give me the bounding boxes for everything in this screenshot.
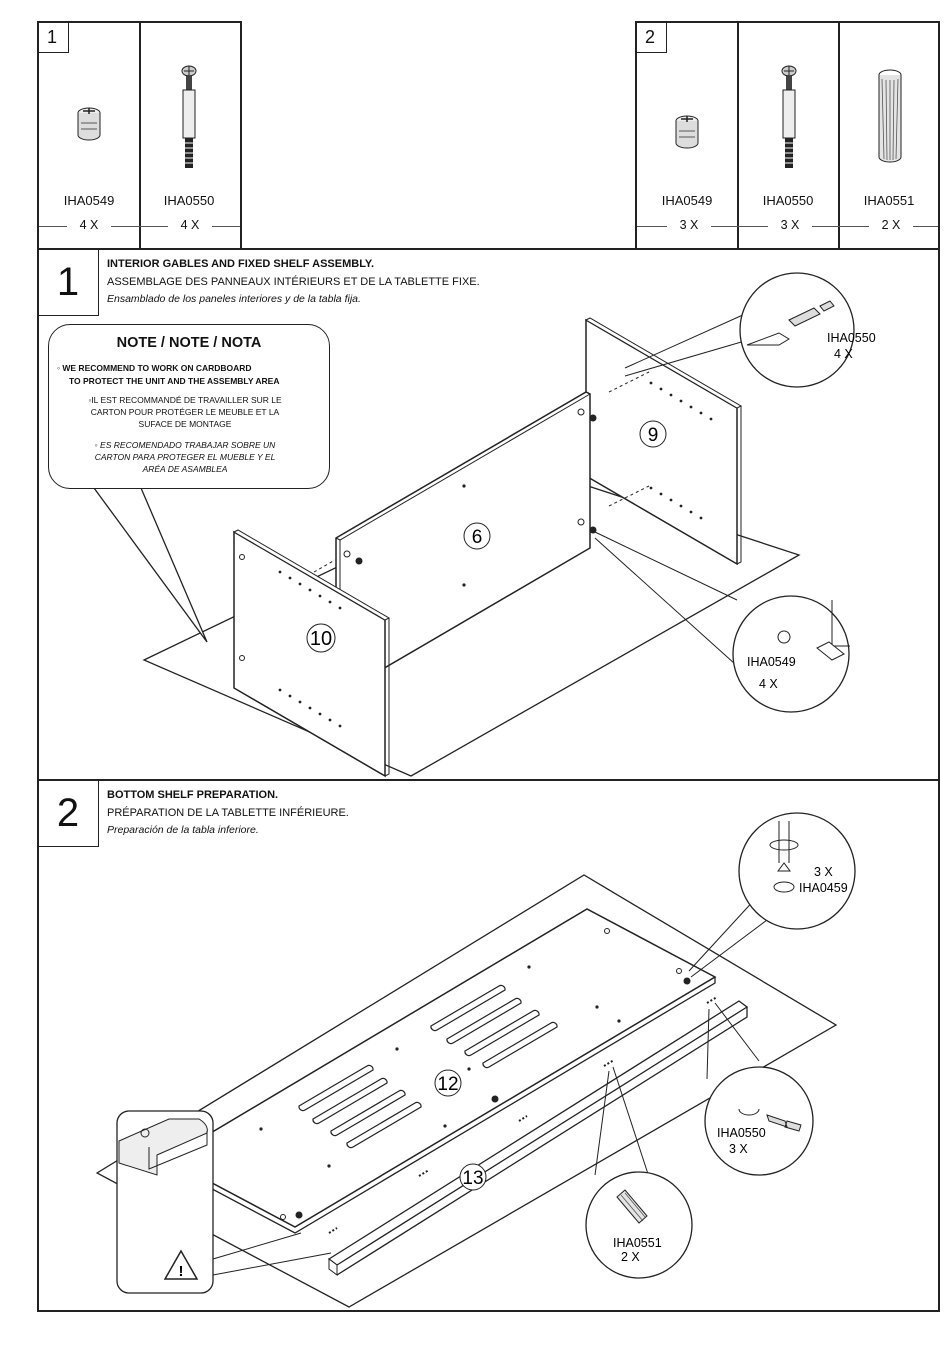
svg-text:10: 10 [310,628,332,650]
svg-text:9: 9 [648,425,659,446]
part-code: IHA0549 [661,193,713,208]
step-title-en: BOTTOM SHELF PREPARATION. [107,789,279,801]
bolt-callout-qty: 3 X [729,1142,748,1156]
step-2-illustration: 12 13 3 X IHA0459 IHA0550 3 X IHA0551 2 … [95,812,856,1308]
note-bubble: NOTE / NOTE / NOTA ◦ WE RECOMMEND TO WOR… [48,324,330,489]
step-number-box [39,250,99,316]
panel-label-9: 9 [639,420,667,448]
bolt-callout-code: IHA0550 [717,1126,766,1140]
part-code: IHA0550 [762,193,814,208]
step-number-box [39,781,99,847]
note-title: NOTE / NOTE / NOTA [116,335,262,351]
wood-dowel-icon [878,69,902,163]
step-title-fr: PRÉPARATION DE LA TABLETTE INFÉRIEURE. [107,807,349,819]
cam-callout-qty: 3 X [814,865,833,879]
note-en-line-1: ◦ WE RECOMMEND TO WORK ON CARDBOARD [57,363,252,373]
dowel-callout-qty: 2 X [621,1250,640,1264]
note-en-line-2: TO PROTECT THE UNIT AND THE ASSEMBLY ARE… [69,376,280,386]
dowel-callout-code: IHA0551 [613,1236,662,1250]
part-qty: 4 X [67,218,111,232]
svg-text:6: 6 [472,527,483,548]
dowel-callout [585,1171,693,1279]
parts-kit-2: 2 IHA0549 IHA0550 IHA0551 3 X 3 X 2 X [635,21,940,250]
note-fr-line-3: SUFACE DE MONTAGE [138,419,232,429]
part-qty: 2 X [869,218,913,232]
bolt-callout-qty: 4 X [834,347,853,361]
cam-callout-code: IHA0459 [799,881,848,895]
kit-divider [139,23,141,248]
part-code: IHA0549 [63,193,115,208]
bolt-callout [704,1066,814,1176]
cam-callout [732,595,850,713]
cam-callout [738,812,856,930]
svg-text:12: 12 [437,1074,458,1095]
cam-lock-icon [77,107,101,141]
panel-label-10: 10 [306,623,336,653]
cam-bolt-icon [181,65,197,168]
parts-kit-1: 1 IHA0549 IHA0550 4 X 4 X [37,21,242,250]
cam-callout-qty: 4 X [759,677,778,691]
kit-index: 2 [645,27,656,47]
rail-label-13: 13 [459,1163,487,1191]
svg-text:!: ! [179,1263,184,1280]
bolt-callout [739,272,855,388]
cam-bolt-icon [781,65,797,168]
step-title-es: Preparación de la tabla inferiore. [107,824,259,836]
part-qty: 3 X [667,218,711,232]
step-1-illustration: 10 6 9 IHA0550 4 X IHA0549 4 X [92,272,876,778]
step-title-fr: ASSEMBLAGE DES PANNEAUX INTÉRIEURS ET DE… [107,276,480,288]
bolt-callout-code: IHA0550 [827,331,876,345]
part-code: IHA0550 [163,193,215,208]
note-fr-line-1: ◦IL EST RECOMMANDÉ DE TRAVAILLER SUR LE [88,395,282,405]
note-fr-line-2: CARTON POUR PROTÉGER LE MEUBLE ET LA [90,407,280,417]
step-number: 2 [56,791,80,835]
svg-text:13: 13 [462,1168,483,1189]
cam-lock-icon [675,115,699,149]
kit-index: 1 [47,27,58,47]
kit-index-box [637,23,667,53]
step-title-es: Ensamblado de los paneles interiores y d… [107,293,361,305]
kit-index-box [39,23,69,53]
part-qty: 3 X [768,218,812,232]
panel-label-6: 6 [463,522,491,550]
part-code: IHA0551 [863,193,915,208]
note-es-line-1: ◦ ES RECOMENDADO TRABAJAR SOBRE UN [94,440,276,450]
step-number: 1 [56,260,80,304]
step-title-en: INTERIOR GABLES AND FIXED SHELF ASSEMBLY… [107,258,375,270]
shelf-label-12: 12 [434,1069,462,1097]
note-es-line-3: ARÉA DE ASAMBLEA [142,464,228,474]
note-es-line-2: CARTON PARA PROTEGER EL MUEBLE Y EL [94,452,276,462]
qty-line [39,226,240,227]
warning-icon: ! [163,1249,199,1280]
kit-divider [737,23,739,248]
kit-divider [838,23,840,248]
part-qty: 4 X [168,218,212,232]
cam-callout-code: IHA0549 [747,655,796,669]
